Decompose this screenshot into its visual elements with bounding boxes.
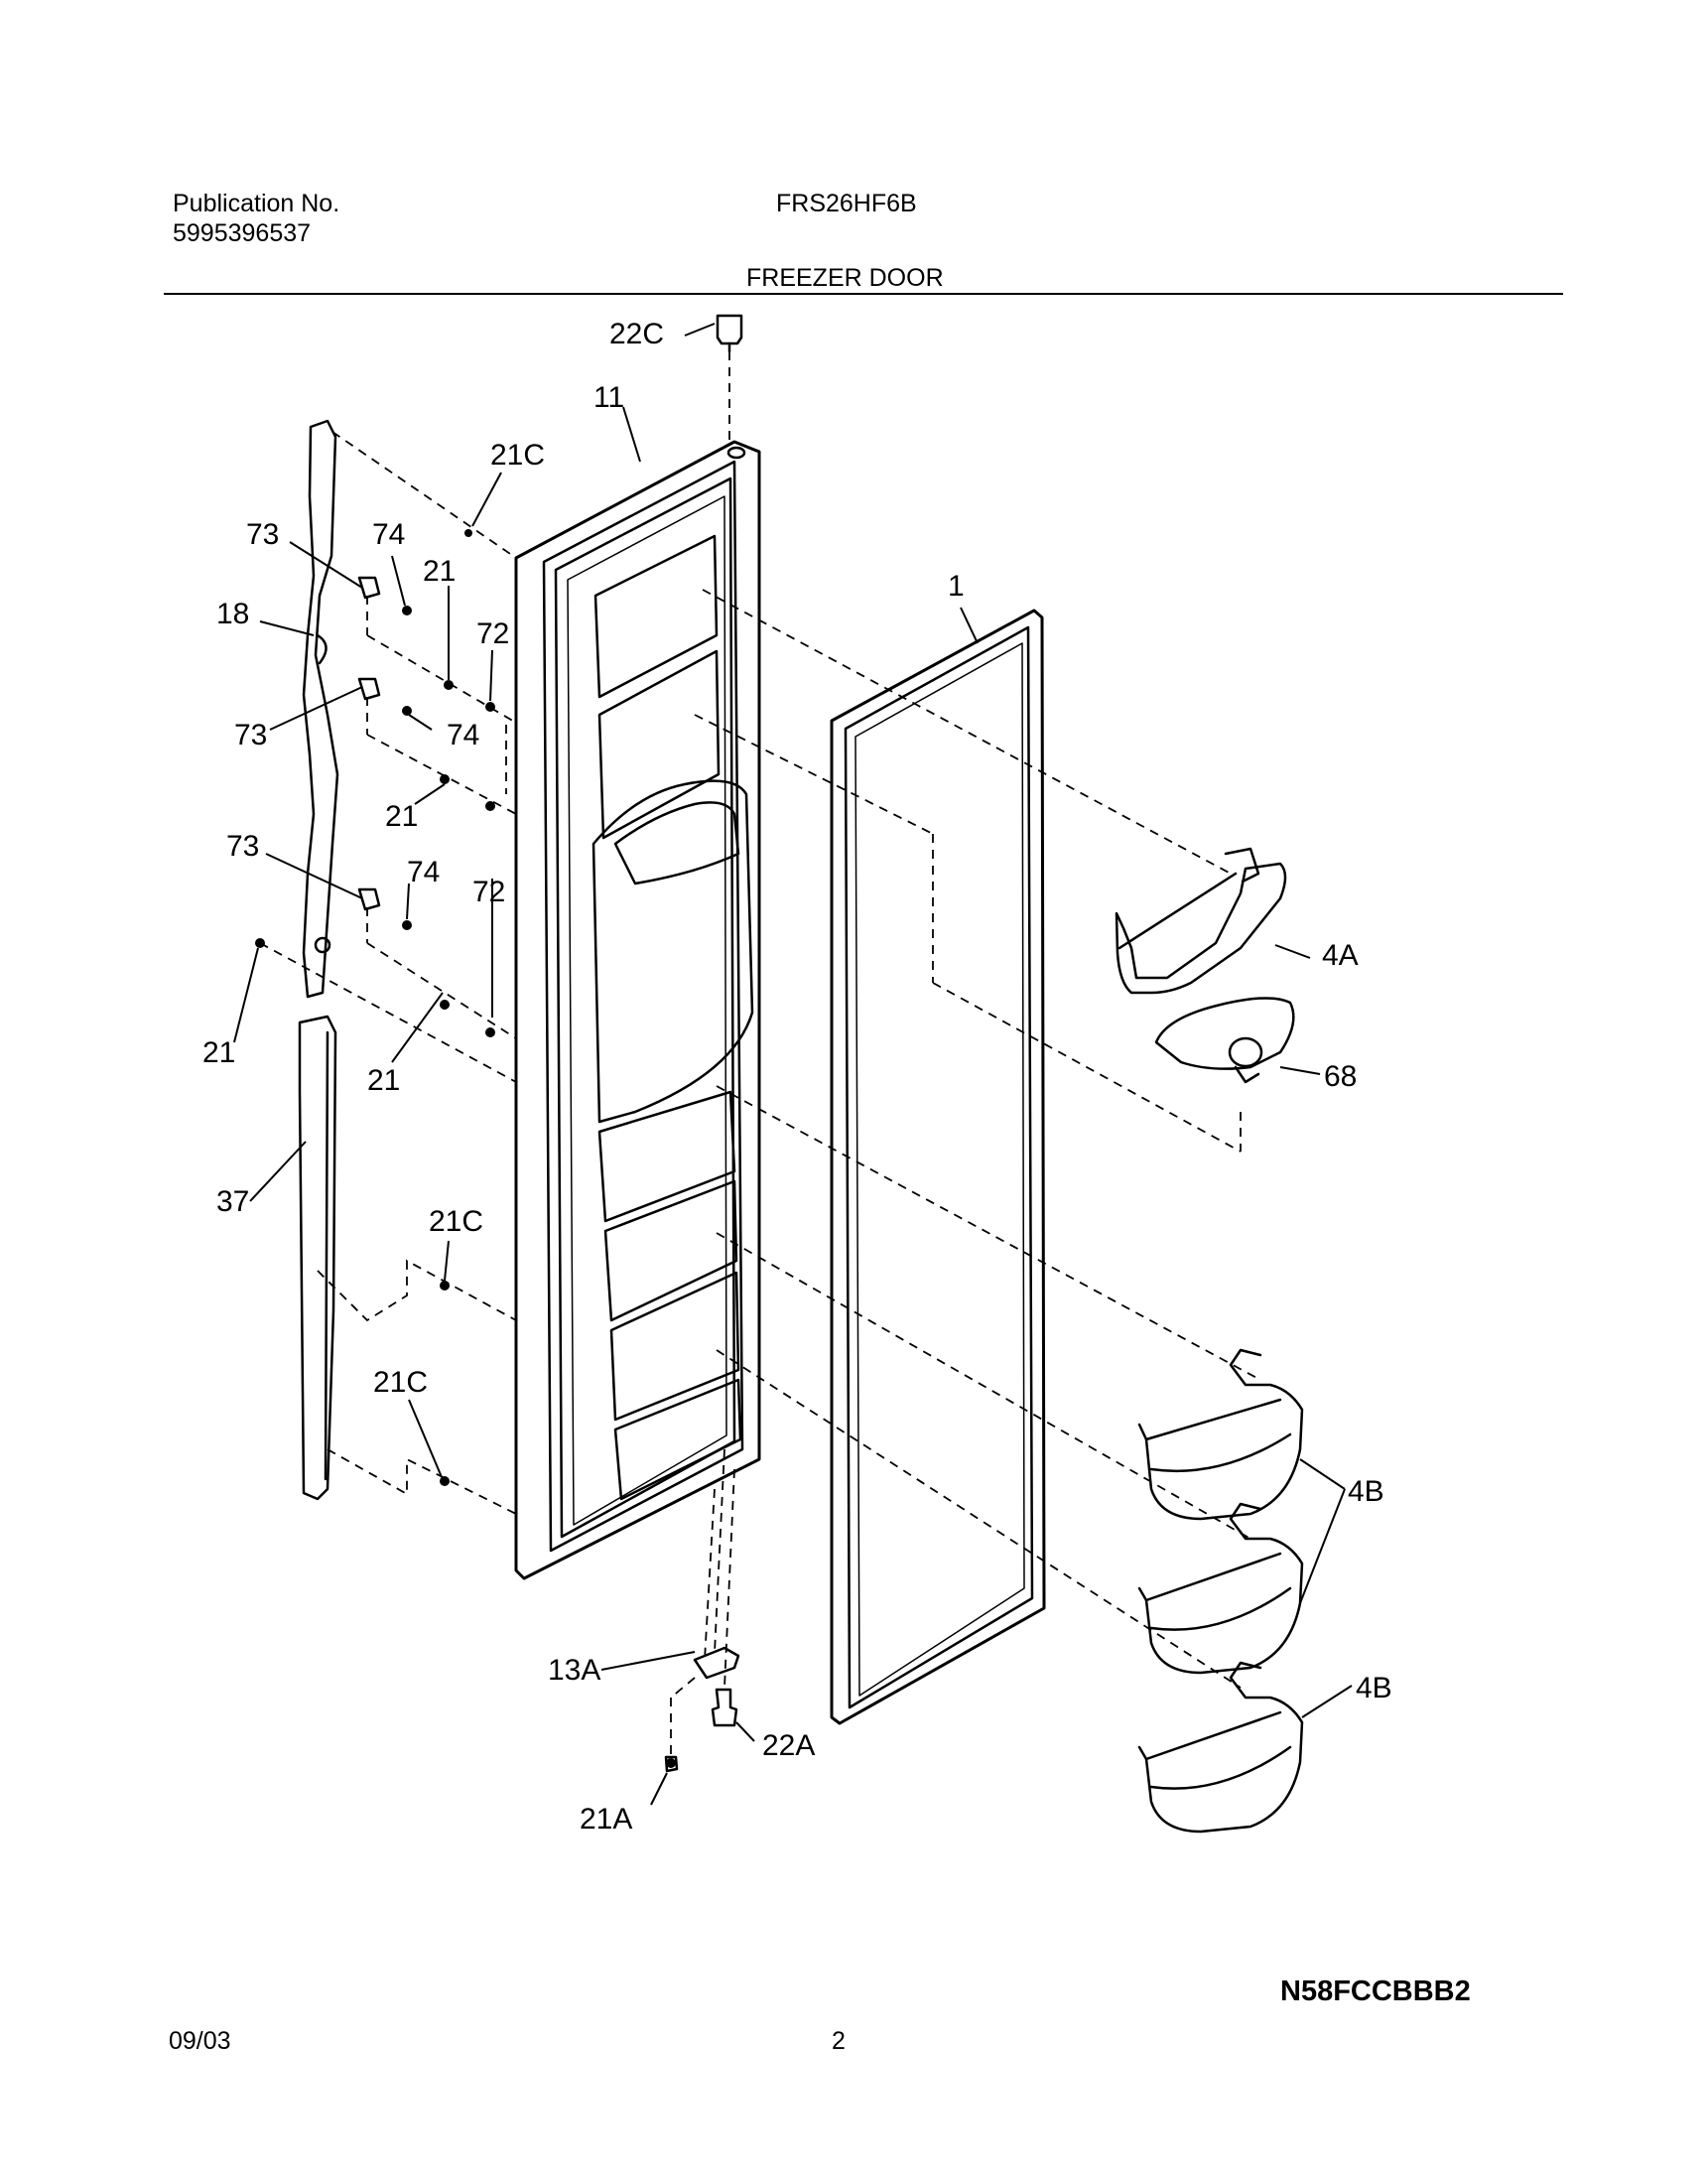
callout-74-b: 74 (447, 719, 479, 751)
part-22a-bushing (711, 1688, 738, 1727)
part-18-upper-handle (302, 419, 339, 999)
part-22c-cap (716, 314, 743, 353)
callout-4a: 4A (1322, 939, 1359, 972)
section-title: FREEZER DOOR (746, 264, 944, 292)
part-11-door-shell (514, 440, 761, 1580)
callout-21c-mid: 21C (429, 1205, 483, 1238)
callout-72-a: 72 (476, 617, 509, 650)
publication-number: 5995396537 (173, 219, 312, 247)
callout-4b-a: 4B (1348, 1475, 1384, 1508)
part-68-ice-chute (1154, 997, 1295, 1084)
header-rule (164, 293, 1563, 295)
part-4b-door-bin-3 (1137, 1661, 1304, 1834)
callout-73-a: 73 (246, 518, 279, 551)
callout-13a: 13A (548, 1654, 600, 1687)
fastener-dots (255, 529, 676, 1768)
part-4b-door-bin-1 (1137, 1348, 1304, 1521)
callout-21c-low: 21C (373, 1366, 428, 1399)
callout-72-b: 72 (472, 876, 505, 908)
part-21a-screw (664, 1755, 679, 1773)
callout-73-b: 73 (234, 719, 267, 751)
part-73-mount-b (357, 677, 381, 701)
part-4a-door-bin (1115, 847, 1287, 995)
callout-22c-top: 22C (609, 318, 664, 350)
diagram-code: N58FCCBBB2 (1280, 1975, 1471, 2007)
page-number: 2 (832, 2027, 846, 2055)
part-73-mount-c (357, 887, 381, 911)
part-73-mount-a (357, 576, 381, 600)
part-1-gasket (830, 609, 1046, 1725)
callout-11: 11 (593, 381, 624, 414)
callout-21c-top: 21C (490, 439, 545, 472)
callout-4b-b: 4B (1356, 1672, 1392, 1704)
callout-22a: 22A (762, 1729, 815, 1762)
callout-21-b: 21 (385, 800, 418, 833)
publication-label: Publication No. (173, 190, 340, 217)
footer-date: 09/03 (169, 2027, 231, 2055)
callout-21-c: 21 (202, 1036, 235, 1069)
model-number: FRS26HF6B (776, 190, 917, 217)
callout-21a: 21A (580, 1803, 632, 1836)
callout-21-a: 21 (423, 555, 456, 588)
callout-37: 37 (216, 1185, 249, 1218)
callout-1: 1 (948, 570, 965, 603)
callout-leaders (233, 323, 1353, 1806)
callout-74-c: 74 (407, 856, 440, 888)
part-4b-door-bin-2 (1137, 1502, 1304, 1675)
part-13a-hinge (693, 1646, 740, 1680)
part-37-lower-handle (298, 1015, 337, 1501)
callout-74-a: 74 (372, 518, 405, 551)
callout-21-d: 21 (367, 1064, 400, 1097)
callout-18: 18 (216, 598, 249, 630)
callout-68: 68 (1324, 1060, 1357, 1093)
callout-73-c: 73 (226, 830, 259, 863)
